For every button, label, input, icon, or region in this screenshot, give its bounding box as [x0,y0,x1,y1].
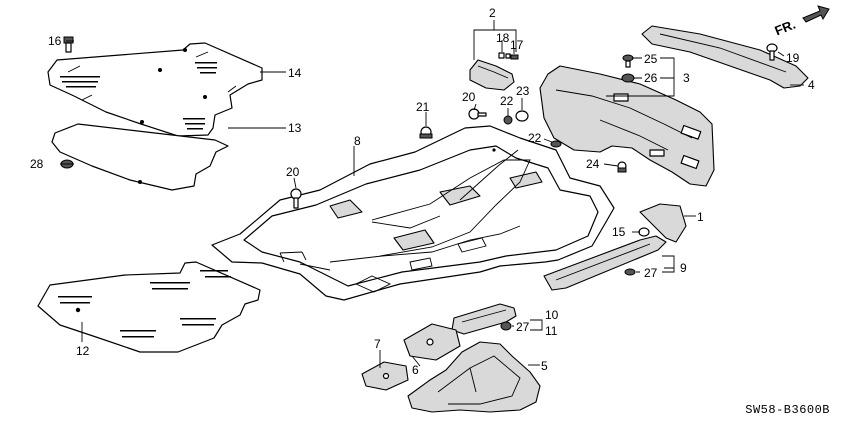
clip-27a-icon [624,268,636,276]
clip-24-icon [617,161,627,173]
callout-23: 23 [516,84,530,98]
sill-garnish-9 [543,235,667,291]
callout-22a: 22 [500,94,514,108]
callout-18: 18 [496,31,510,45]
front-arrow-icon [802,5,830,23]
insulator-5 [407,341,541,413]
cargo-mat-12 [37,261,261,353]
clip-15-icon [638,227,650,237]
clip-18-icon [498,52,511,59]
bracket-2 [469,59,515,91]
clip-20a-icon [468,108,487,120]
callout-16: 16 [48,34,62,48]
callout-labels: 1 2 3 4 5 6 7 8 9 10 11 12 13 14 15 16 1… [30,6,815,377]
clip-22a-icon [503,115,513,125]
fasteners [60,36,778,331]
callout-27b: 27 [516,320,530,334]
callout-28: 28 [30,157,44,171]
clip-23-icon [515,110,529,122]
callout-19: 19 [786,51,800,65]
callout-11: 11 [545,324,558,338]
callout-17: 17 [510,38,524,52]
callout-10: 10 [545,308,559,322]
front-direction-indicator: FR. [773,5,830,39]
callout-2: 2 [489,6,496,20]
clip-26-icon [621,73,635,83]
clip-22b-icon [550,140,562,148]
floor-mat-13 [51,123,229,191]
callout-27a: 27 [644,266,658,280]
callout-9: 9 [680,261,687,275]
plate-6 [403,323,461,361]
callout-6: 6 [412,363,419,377]
callout-13: 13 [288,121,302,135]
clip-21-icon [419,126,433,139]
callout-26: 26 [644,71,658,85]
clip-20b-icon [290,188,302,209]
clip-17-icon [510,54,519,60]
callout-20b: 20 [286,165,300,179]
floor-mat-14 [47,42,263,137]
callout-7: 7 [374,337,381,351]
callout-15: 15 [612,225,626,239]
plate-7 [361,361,409,391]
callout-4: 4 [808,78,815,92]
main-floor-carpet-8 [211,125,615,301]
callout-3: 3 [683,71,690,85]
corner-trim-1 [639,203,687,243]
callout-14: 14 [288,66,302,80]
callout-5: 5 [541,359,548,373]
callout-1: 1 [697,210,704,224]
leader-lines [60,20,804,368]
callout-20a: 20 [462,90,476,104]
rear-tray-strip-4 [641,25,809,89]
callout-21: 21 [416,100,430,114]
clip-19-icon [766,43,778,61]
direction-label: FR. [773,17,798,39]
callout-24: 24 [586,157,600,171]
diagram-code: SW58-B3600B [745,403,830,417]
clip-25-icon [622,54,634,68]
rear-panel-lining-3 [539,65,715,187]
clip-16-icon [63,36,74,53]
callout-25: 25 [644,52,658,66]
callout-12: 12 [76,344,90,358]
clip-27b-icon [500,321,512,331]
callout-8: 8 [354,134,361,148]
callout-22b: 22 [528,131,542,145]
